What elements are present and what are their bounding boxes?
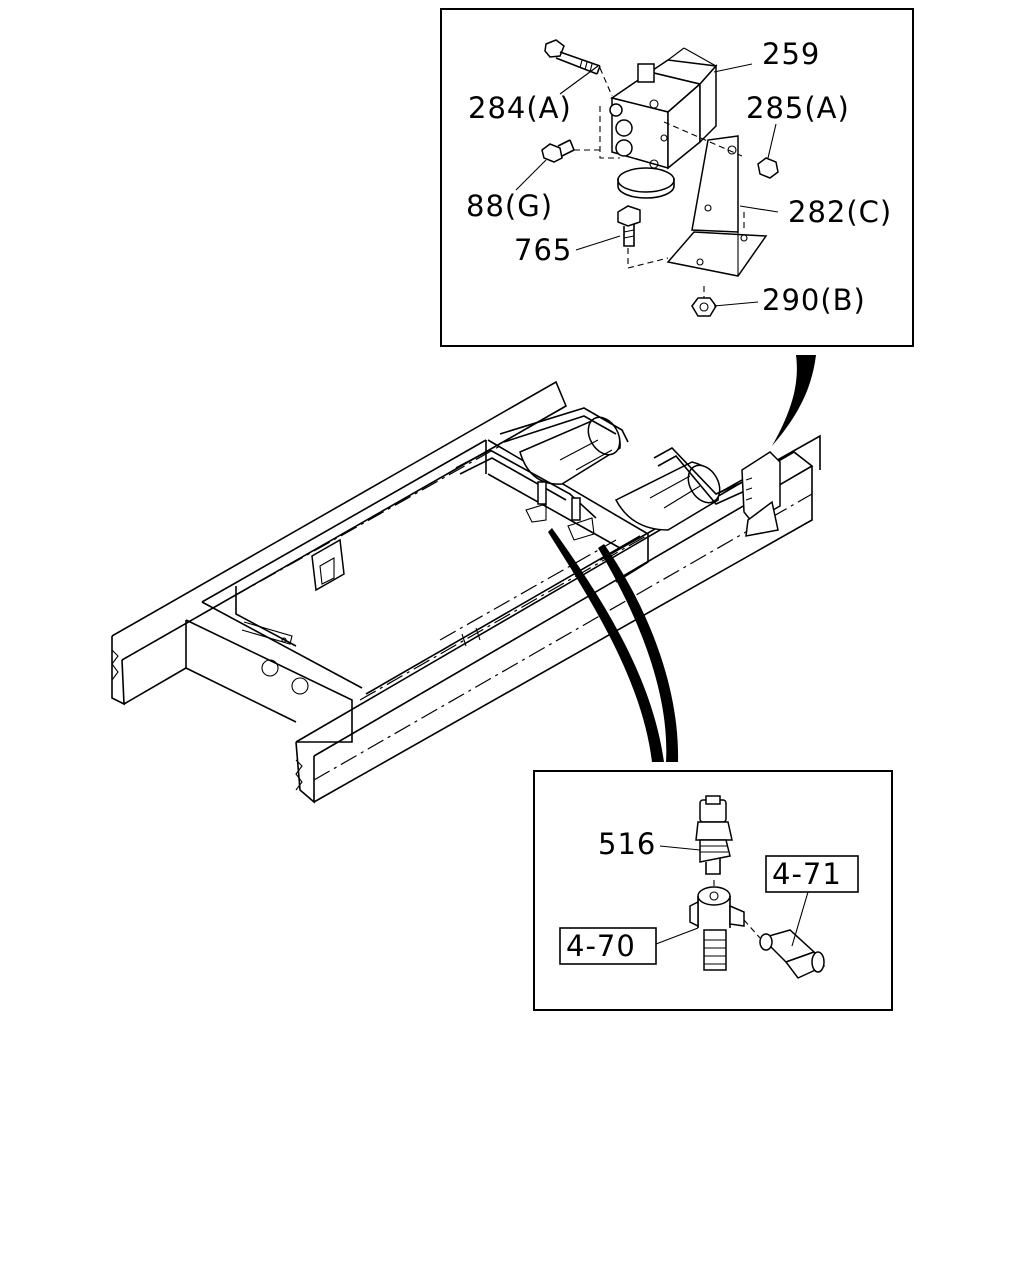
chassis-frame	[111, 380, 821, 804]
label-471: 4-71	[772, 857, 842, 891]
bolt-765	[617, 205, 641, 247]
bottom-inset: 516 4-71 4-70	[533, 770, 893, 1011]
air-tanks	[455, 407, 781, 541]
label-765: 765	[514, 233, 572, 267]
label-259: 259	[762, 37, 820, 71]
bracket-282c	[666, 135, 768, 277]
label-284a: 284(A)	[468, 91, 572, 125]
callout-connectors	[548, 355, 816, 762]
label-285a: 285(A)	[746, 91, 850, 125]
label-88g: 88(G)	[466, 189, 553, 223]
ref-box-471	[765, 855, 859, 893]
fitting-88g	[541, 139, 575, 163]
tee-fitting-470	[689, 886, 745, 971]
label-290b: 290(B)	[762, 283, 866, 317]
nut-290b	[691, 297, 717, 317]
sensor-471	[759, 929, 826, 979]
pressure-switch-516	[695, 795, 733, 875]
label-282c: 282(C)	[788, 195, 892, 229]
nut-285a	[757, 157, 779, 179]
ref-box-470	[559, 927, 657, 965]
valve-259	[609, 47, 718, 199]
label-516: 516	[598, 827, 656, 861]
bolt-284a	[544, 39, 601, 75]
label-470: 4-70	[566, 929, 636, 963]
top-inset: 259 284(A) 285(A) 88(G) 282(C) 765 290(B…	[440, 8, 914, 347]
